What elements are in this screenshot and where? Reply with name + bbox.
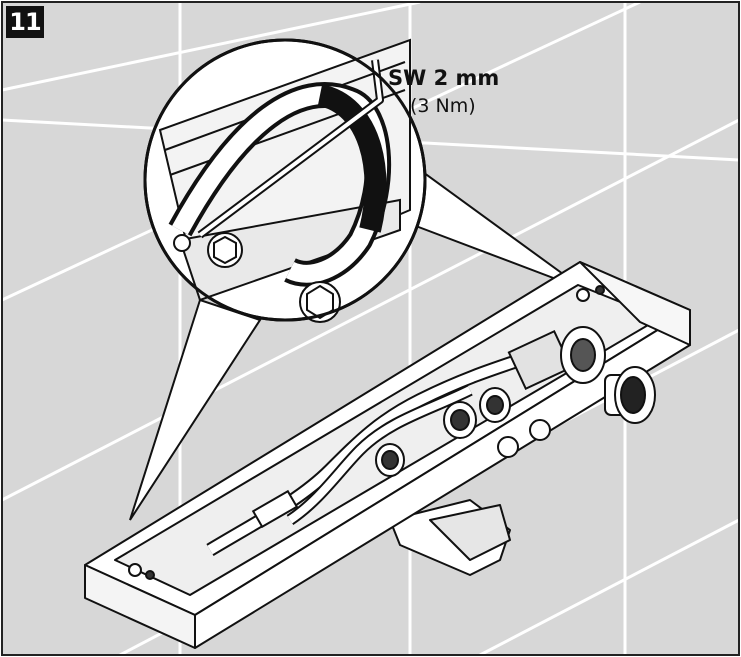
tool-size-label: SW 2 mm: [388, 66, 500, 90]
internal-components: [206, 326, 606, 557]
step-number-badge: 11: [6, 6, 44, 38]
torque-label: (3 Nm): [410, 95, 476, 117]
control-knob: [604, 366, 656, 424]
detail-magnifier: [143, 38, 427, 323]
zoom-leader-lines: [129, 168, 586, 521]
mounting-screws: [128, 285, 605, 580]
